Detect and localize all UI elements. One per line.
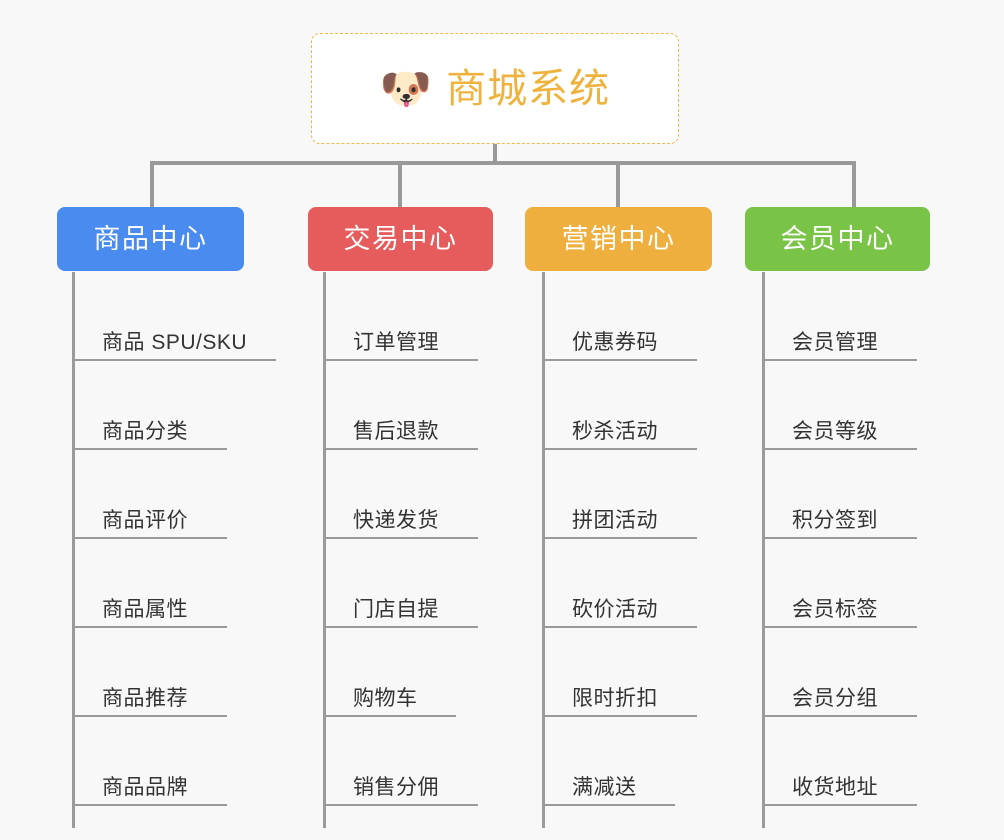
leaf-underline [542,359,697,361]
leaf-underline [72,626,227,628]
connector-drop-column-4 [852,161,856,209]
category-label-4: 会员中心 [780,223,895,254]
leaf-item-label: 会员分组 [792,687,878,710]
leaf-item-label: 售后退款 [353,420,439,443]
leaf-underline [72,448,227,450]
leaf-item-label: 销售分佣 [353,776,439,799]
leaf-item-label: 快递发货 [353,509,439,532]
leaf-item-label: 积分签到 [792,509,878,532]
leaf-underline [72,804,227,806]
category-box-2[interactable]: 交易中心 [308,207,493,271]
leaf-item-label: 门店自提 [353,598,439,621]
leaf-item-label: 优惠券码 [572,331,658,354]
leaf-spine-1 [72,272,75,828]
category-label-3: 营销中心 [561,223,676,254]
leaf-item-label: 拼团活动 [572,509,658,532]
leaf-item-label: 收货地址 [792,776,878,799]
leaf-item-label: 商品 SPU/SKU [102,331,248,354]
root-node-label: 商城系统 [446,66,611,111]
leaf-underline [323,537,478,539]
category-box-4[interactable]: 会员中心 [745,207,930,271]
category-label-2: 交易中心 [343,223,458,254]
leaf-underline [762,448,917,450]
leaf-item-label: 商品评价 [102,509,188,532]
leaf-item-label: 会员标签 [792,598,878,621]
leaf-spine-2 [323,272,326,828]
connector-drop-column-1 [150,161,154,209]
leaf-underline [542,626,697,628]
leaf-item-label: 商品分类 [102,420,188,443]
category-box-3[interactable]: 营销中心 [525,207,712,271]
category-label-1: 商品中心 [93,223,208,254]
leaf-item-label: 商品推荐 [102,687,188,710]
leaf-underline [762,359,917,361]
leaf-underline [762,715,917,717]
leaf-underline [542,537,697,539]
leaf-spine-3 [542,272,545,828]
leaf-underline [542,715,697,717]
leaf-underline [323,715,456,717]
leaf-item-label: 会员管理 [792,331,878,354]
leaf-underline [323,804,478,806]
leaf-item-label: 会员等级 [792,420,878,443]
leaf-underline [762,626,917,628]
root-node-shop-system[interactable]: 🐶 商城系统 [311,33,679,144]
connector-drop-column-2 [398,161,402,209]
leaf-underline [762,804,917,806]
leaf-underline [542,804,675,806]
dog-face-icon: 🐶 [379,64,433,112]
leaf-item-label: 限时折扣 [572,687,658,710]
leaf-item-label: 购物车 [353,687,418,710]
leaf-item-label: 砍价活动 [572,598,658,621]
leaf-item-label: 订单管理 [353,331,439,354]
leaf-underline [72,537,227,539]
leaf-underline [323,359,478,361]
leaf-underline [72,359,276,361]
leaf-item-label: 商品属性 [102,598,188,621]
leaf-underline [542,448,697,450]
leaf-item-label: 秒杀活动 [572,420,658,443]
leaf-underline [72,715,227,717]
leaf-underline [323,626,478,628]
connector-root-stem [493,144,497,163]
leaf-underline [762,537,917,539]
leaf-underline [323,448,478,450]
leaf-item-label: 满减送 [572,776,637,799]
category-box-1[interactable]: 商品中心 [57,207,244,271]
leaf-spine-4 [762,272,765,828]
connector-horizontal-bus [150,161,856,165]
connector-drop-column-3 [616,161,620,209]
leaf-item-label: 商品品牌 [102,776,188,799]
